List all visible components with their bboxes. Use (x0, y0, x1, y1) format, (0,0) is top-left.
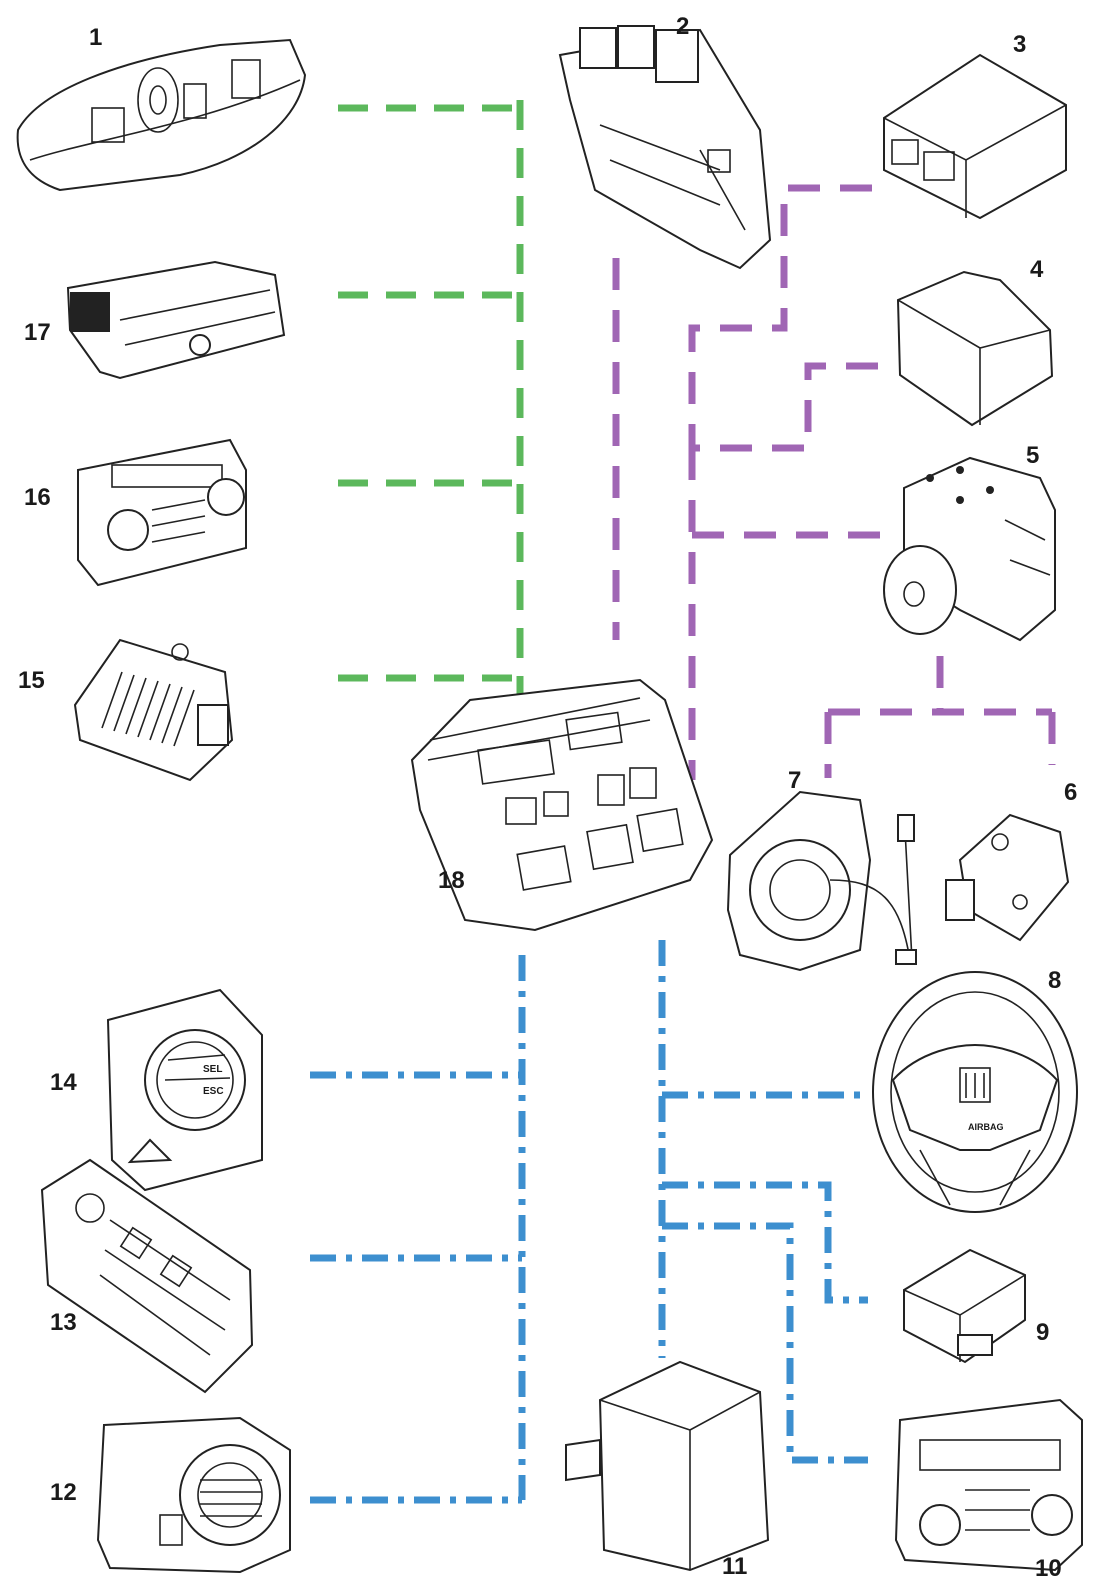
component-13-window-switch (42, 1160, 252, 1392)
component-6-sensor (946, 815, 1068, 940)
esc-text: ESC (203, 1086, 224, 1097)
label-17: 17 (24, 319, 51, 346)
blue-link-9 (662, 1185, 868, 1300)
label-7: 7 (788, 767, 801, 794)
component-3-module (884, 55, 1066, 218)
component-12-light-switch (98, 1418, 290, 1572)
component-15-module (75, 640, 232, 780)
label-5: 5 (1026, 442, 1039, 469)
label-16: 16 (24, 484, 51, 511)
label-15: 15 (18, 667, 45, 694)
component-9-module (904, 1250, 1025, 1362)
component-11-module (566, 1362, 768, 1570)
component-7-clock-spring (728, 792, 916, 970)
sel-text: SEL (203, 1064, 222, 1075)
component-1-instrument-cluster (18, 40, 305, 190)
label-8: 8 (1048, 967, 1061, 994)
label-6: 6 (1064, 779, 1077, 806)
blue-network (310, 940, 868, 1500)
label-12: 12 (50, 1479, 77, 1506)
label-4: 4 (1030, 256, 1044, 283)
purple-link-6-7 (828, 656, 1052, 778)
label-1: 1 (89, 24, 102, 51)
label-2: 2 (676, 13, 689, 40)
component-16-control-panel (78, 440, 246, 585)
label-3: 3 (1013, 31, 1026, 58)
component-8-steering-wheel: AIRBAG (873, 972, 1077, 1212)
label-13: 13 (50, 1309, 77, 1336)
component-14-selector-switch: SEL ESC (108, 990, 262, 1190)
component-5-abs-unit (884, 458, 1055, 640)
component-2-engine-control-module (560, 26, 770, 268)
component-17-radio (68, 262, 284, 378)
green-network (338, 100, 520, 700)
component-4-airbag-module (898, 272, 1052, 425)
airbag-text: AIRBAG (968, 1122, 1004, 1132)
label-9: 9 (1036, 1319, 1049, 1346)
label-11: 11 (722, 1553, 747, 1579)
label-18: 18 (438, 867, 465, 894)
label-10: 10 (1035, 1555, 1062, 1579)
component-10-climate-panel (896, 1400, 1082, 1570)
label-14: 14 (50, 1069, 77, 1096)
